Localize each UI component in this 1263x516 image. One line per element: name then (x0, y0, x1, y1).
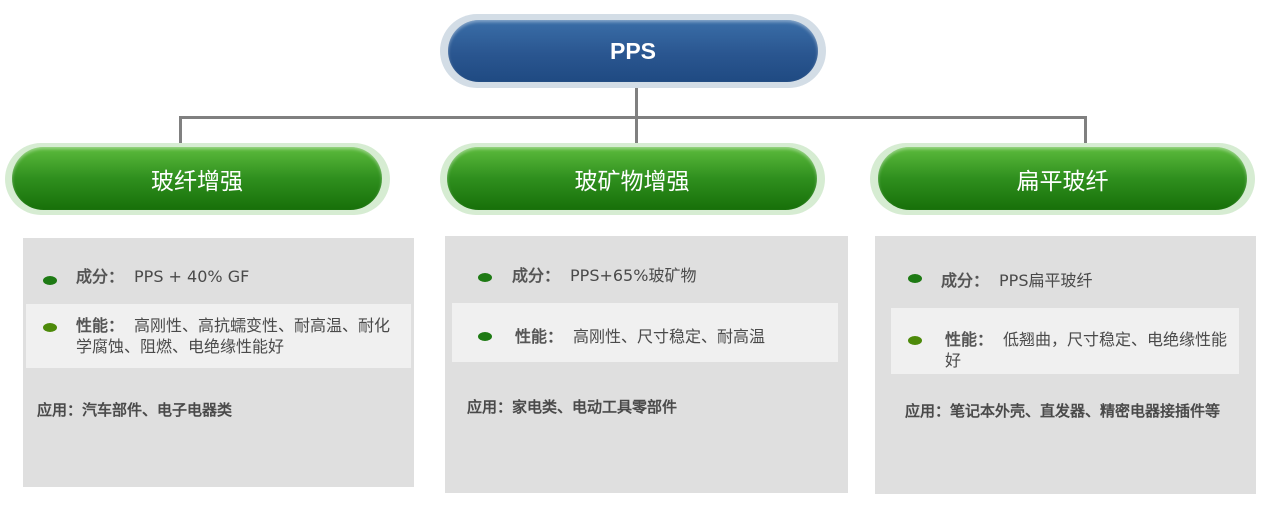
detail-box-1: 成分： PPS + 40% GF 性能：高刚性、高抗蠕变性、耐高温、耐化学腐蚀、阻… (23, 238, 414, 487)
connector (635, 88, 638, 118)
bullet-icon (43, 276, 57, 285)
label: 性能： (515, 327, 564, 346)
composition: PPS + 40% GF (134, 267, 250, 286)
highlight-band (26, 304, 411, 368)
branch-node-3: 扁平玻纤 (878, 147, 1247, 210)
detail-box-2: 成分： PPS+65%玻矿物 性能： 高刚性、尺寸稳定、耐高温 应用：家电类、电动工… (445, 236, 848, 493)
property: 低翘曲，尺寸稳定、电绝缘性能好 (945, 330, 1228, 370)
bullet-icon (478, 273, 492, 282)
connector (179, 116, 182, 146)
connector (1084, 116, 1087, 146)
label: 成分： (512, 266, 561, 285)
label: 性能： (76, 316, 125, 335)
branch-node-2: 玻矿物增强 (447, 147, 817, 210)
highlight-band (452, 303, 838, 362)
application: 应用：家电类、电动工具零部件 (467, 398, 678, 416)
bullet-icon (908, 336, 922, 345)
connector (179, 116, 1087, 119)
label: 成分： (76, 267, 125, 286)
connector (635, 116, 638, 146)
bullet-icon (908, 274, 922, 283)
application: 应用：笔记本外壳、直发器、精密电器接插件等 (905, 402, 1221, 420)
property: 高刚性、尺寸稳定、耐高温 (573, 327, 766, 346)
detail-box-3: 成分： PPS扁平玻纤 性能：低翘曲，尺寸稳定、电绝缘性能好 应用：笔记本外壳、直… (875, 236, 1256, 494)
composition: PPS+65%玻矿物 (570, 266, 697, 285)
application: 应用：汽车部件、电子电器类 (37, 401, 233, 419)
bullet-icon (43, 323, 57, 332)
property: 高刚性、高抗蠕变性、耐高温、耐化学腐蚀、阻燃、电绝缘性能好 (76, 316, 391, 356)
branch-node-1: 玻纤增强 (12, 147, 382, 210)
composition: PPS扁平玻纤 (999, 271, 1093, 290)
root-node: PPS (448, 20, 818, 82)
highlight-band (891, 308, 1239, 374)
label: 性能： (945, 330, 994, 349)
label: 成分： (941, 271, 990, 290)
bullet-icon (478, 332, 492, 341)
